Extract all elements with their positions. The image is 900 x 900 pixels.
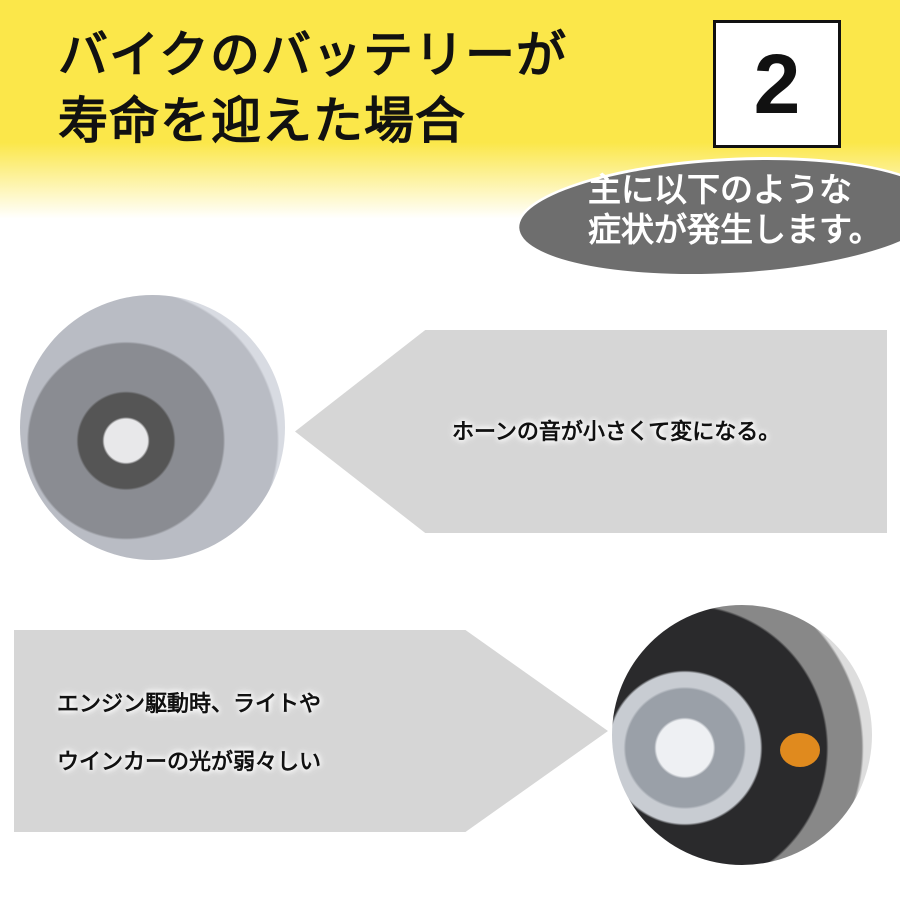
symptom-1-text: ホーンの音が小さくて変になる。 xyxy=(452,420,781,445)
title-line-1: バイクのバッテリーが xyxy=(58,26,567,84)
symptom-2-text: エンジン駆動時、ライトや ウインカーの光が弱々しい xyxy=(57,676,321,792)
symptom-2-line-2: ウインカーの光が弱々しい xyxy=(57,750,322,775)
subtitle-line-1: 主に以下のような xyxy=(588,170,852,209)
right-arrow-panel xyxy=(14,630,608,832)
title-line-2: 寿命を迎えた場合 xyxy=(58,92,466,150)
turn-signal-shape xyxy=(780,733,820,767)
step-number-badge: 2 xyxy=(713,20,841,148)
subtitle-line-2: 症状が発生します。 xyxy=(588,210,882,249)
headlight-photo xyxy=(612,605,872,865)
left-arrow-panel xyxy=(295,330,887,533)
handlebar-photo xyxy=(20,295,285,560)
page-title: バイクのバッテリーが 寿命を迎えた場合 xyxy=(58,22,567,154)
symptom-2-line-1: エンジン駆動時、ライトや xyxy=(57,692,322,717)
subtitle: 主に以下のような 症状が発生します。 xyxy=(588,170,882,250)
